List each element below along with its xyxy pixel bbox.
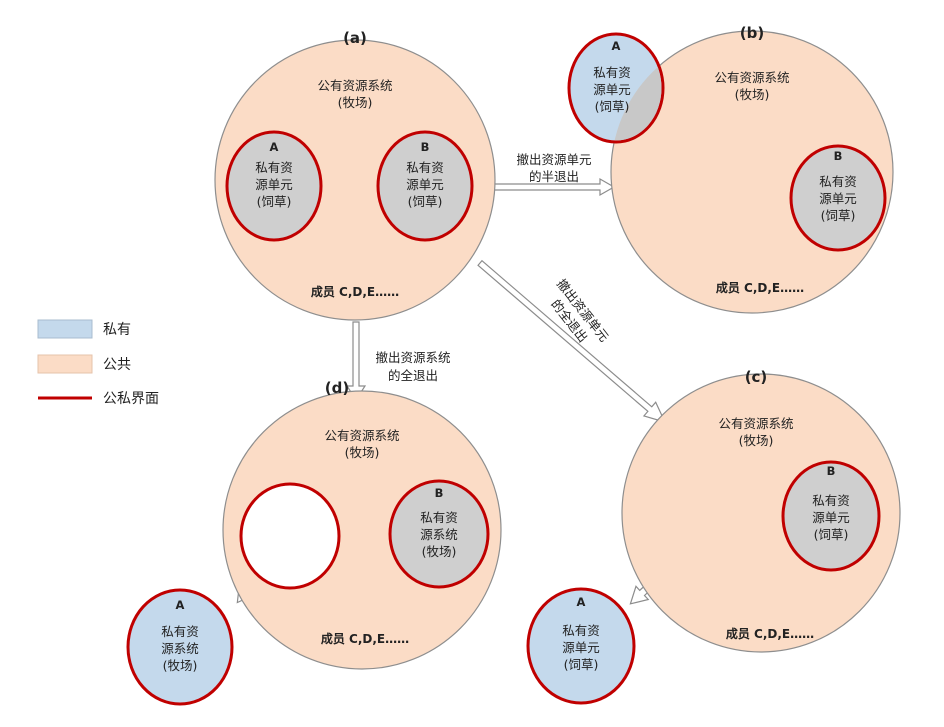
legend-label-public: 公共 (103, 357, 131, 373)
public-system-circle (621, 373, 901, 653)
public-system-label: 公有资源系统 (714, 70, 789, 85)
unit-b-line3: (饲草) (408, 194, 443, 209)
unit-b-line1: 私有资 (819, 174, 857, 189)
private-unit-b (789, 144, 887, 252)
unit-b-line3: (饲草) (821, 208, 856, 223)
unit-b-line1: 私有资 (406, 160, 444, 175)
unit-a-line1: 私有资 (255, 160, 293, 175)
unit-a-line1: 私有资 (161, 624, 199, 639)
public-system-sublabel: (牧场) (338, 95, 373, 110)
exited-private-system-a (126, 588, 234, 706)
legend-swatch-public (37, 354, 93, 374)
unit-b-line1: 私有资 (812, 493, 850, 508)
public-system-sublabel: (牧场) (739, 433, 774, 448)
unit-a-letter: A (577, 595, 586, 609)
unit-a-line3: (饲草) (257, 194, 292, 209)
unit-a-line2: 源系统 (161, 641, 199, 656)
panel-c: (c) 公有资源系统 (牧场) B 私有资 源单元 (饲草) 成员 C,D,E…… (526, 368, 901, 705)
panel-b: (b) 公有资源系统 (牧场) A 私有资 源单元 (饲草) B 私有资 源单元… (567, 24, 894, 314)
unit-a-letter: A (270, 140, 279, 154)
panel-label: (b) (740, 24, 764, 42)
public-system-label: 公有资源系统 (718, 416, 793, 431)
unit-b-letter: B (421, 140, 430, 154)
unit-b-line1: 私有资 (420, 510, 458, 525)
unit-a-line3: (牧场) (163, 658, 198, 673)
legend-label-private: 私有 (103, 322, 131, 338)
panel-label: (a) (343, 29, 367, 47)
exited-private-unit-a (526, 587, 636, 705)
unit-b-letter: B (827, 464, 836, 478)
svg-text:撤出资源单元: 撤出资源单元 (516, 152, 591, 167)
public-system-label: 公有资源系统 (317, 78, 392, 93)
arrow-a-to-b (493, 177, 616, 197)
svg-text:的全退出: 的全退出 (388, 368, 438, 383)
svg-text:撤出资源系统: 撤出资源系统 (375, 350, 450, 365)
unit-b-line2: 源单元 (406, 177, 444, 192)
unit-a-letter: A (612, 39, 621, 53)
unit-a-line1: 私有资 (562, 623, 600, 638)
unit-b-line3: (牧场) (422, 544, 457, 559)
members-label: 成员 C,D,E…… (726, 626, 814, 641)
unit-a-line3: (饲草) (564, 657, 599, 672)
public-system-label: 公有资源系统 (324, 428, 399, 443)
public-system-circle (222, 390, 502, 670)
public-system-sublabel: (牧场) (345, 445, 380, 460)
unit-b-line2: 源单元 (812, 510, 850, 525)
panel-a: (a) 公有资源系统 (牧场) A 私有资 源单元 (饲草) B 私有资 源单元… (214, 29, 496, 321)
unit-a-line2: 源单元 (562, 640, 600, 655)
members-label: 成员 C,D,E…… (321, 631, 409, 646)
public-system-circle (214, 39, 496, 321)
unit-b-letter: B (834, 149, 843, 163)
public-system-sublabel: (牧场) (735, 87, 770, 102)
arrow-a-to-c (477, 259, 667, 424)
arrow-a-to-d (345, 321, 367, 402)
legend-swatch-private (37, 319, 93, 339)
private-unit-b (781, 460, 881, 572)
legend-label-boundary: 公私界面 (103, 391, 159, 407)
unit-a-line2: 源单元 (255, 177, 293, 192)
svg-text:的半退出: 的半退出 (529, 169, 579, 184)
members-label: 成员 C,D,E…… (716, 280, 804, 295)
unit-b-letter: B (435, 486, 444, 500)
panel-d: (d) 公有资源系统 (牧场) B 私有资 源系统 (牧场) 成员 C,D,E…… (126, 379, 502, 706)
transition-a-to-d-label: 撤出资源系统 的全退出 (375, 350, 450, 383)
private-system-b (388, 479, 490, 589)
unit-b-line2: 源单元 (819, 191, 857, 206)
private-unit-a (225, 130, 323, 242)
unit-a-line2: 源单元 (593, 82, 631, 97)
unit-a-letter: A (176, 598, 185, 612)
vacated-unit-hole (239, 482, 341, 590)
transition-a-to-b-label: 撤出资源单元 的半退出 (516, 152, 591, 184)
unit-b-line2: 源系统 (420, 527, 458, 542)
legend: 私有 公共 公私界面 (37, 319, 159, 407)
unit-b-line3: (饲草) (814, 527, 849, 542)
members-label: 成员 C,D,E…… (311, 284, 399, 299)
panel-label: (d) (325, 379, 349, 397)
panel-label: (c) (745, 368, 768, 386)
unit-a-line3: (饲草) (595, 99, 630, 114)
unit-a-line1: 私有资 (593, 65, 631, 80)
private-unit-b (376, 130, 474, 242)
